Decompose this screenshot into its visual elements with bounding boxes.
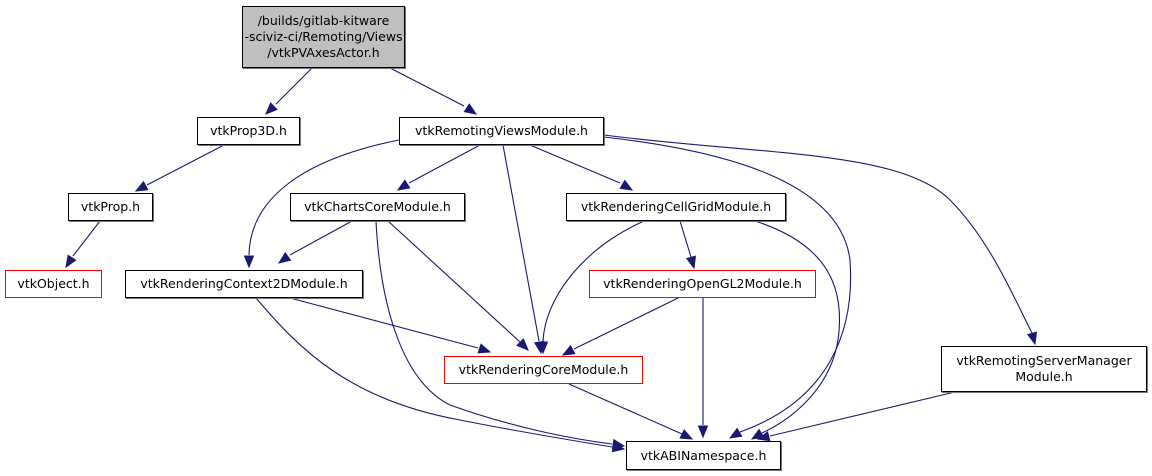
edge-line (387, 220, 521, 343)
edge-line (573, 297, 679, 350)
arrowhead-icon (619, 179, 634, 191)
edge-line (375, 220, 613, 445)
edge-line (603, 134, 1033, 334)
edge-line (146, 144, 225, 186)
arrowhead-icon (396, 179, 411, 191)
edge-rcore-to-abi (568, 383, 694, 440)
edge-line (72, 220, 101, 257)
node-vtkrenderingcellgridmodule[interactable]: vtkRenderingCellGridModule.h (566, 193, 786, 221)
edge-line (389, 67, 465, 107)
arrowhead-icon (697, 425, 709, 439)
arrowhead-icon (477, 343, 492, 354)
edge-ctx2d-to-abi (255, 297, 626, 453)
arrowhead-icon (516, 338, 529, 351)
edge-line (529, 144, 621, 184)
arrowhead-icon (1026, 331, 1038, 346)
edge-cellgrid-to-opengl2 (679, 220, 697, 270)
node-vtkpvaxesactor-root: /builds/gitlab-kitware -sciviz-ci/Remoti… (242, 6, 405, 68)
edge-remviews-to-ctx2d (243, 139, 400, 269)
arrowhead-icon (65, 254, 77, 269)
arrowhead-icon (463, 103, 478, 115)
edge-prop-to-object (65, 220, 101, 269)
arrowhead-icon (243, 255, 255, 269)
edge-line (754, 220, 841, 434)
edge-chartscore-to-rcore (387, 220, 529, 351)
arrowhead-icon (134, 180, 149, 192)
node-vtkprop3d[interactable]: vtkProp3D.h (197, 117, 300, 145)
node-vtkremotingservermanagermodule[interactable]: vtkRemotingServerManager Module.h (941, 346, 1147, 392)
edge-ctx2d-to-rcore (289, 297, 492, 354)
node-vtkrenderingcoremodule[interactable]: vtkRenderingCoreModule.h (444, 356, 643, 384)
edge-line (408, 144, 481, 184)
edge-line (568, 383, 683, 435)
arrowhead-icon (277, 251, 292, 264)
node-vtkrenderingopengl2module[interactable]: vtkRenderingOpenGL2Module.h (589, 270, 816, 298)
edge-opengl2-to-rcore (561, 297, 679, 356)
edge-line (769, 391, 956, 437)
edge-line (275, 67, 313, 105)
edge-line (603, 136, 852, 433)
edge-chartscore-to-ctx2d (277, 220, 353, 264)
edge-prop3d-to-prop (134, 144, 225, 192)
edge-line (542, 220, 645, 342)
edge-chartscore-to-abi (375, 220, 626, 450)
node-vtkprop[interactable]: vtkProp.h (68, 193, 153, 221)
edge-opengl2-to-abi (697, 298, 709, 439)
node-vtkchartscoremodule[interactable]: vtkChartsCoreModule.h (290, 193, 465, 221)
arrowhead-icon (561, 344, 576, 356)
arrowhead-icon (756, 431, 771, 442)
edge-line (502, 144, 540, 342)
node-vtkabinamespace[interactable]: vtkABINamespace.h (626, 441, 781, 470)
edge-remviews-to-abi (603, 136, 852, 439)
edge-line (289, 297, 479, 349)
arrowhead-icon (265, 102, 278, 115)
node-vtkobject[interactable]: vtkObject.h (5, 270, 102, 298)
arrowhead-icon (537, 341, 549, 355)
edge-remviews-to-chartscore (396, 144, 481, 191)
edge-line (679, 220, 692, 258)
edge-root-to-remviews (389, 67, 478, 115)
edge-remviews-to-rcore (502, 144, 545, 355)
edge-cellgrid-to-rcore (537, 220, 645, 355)
node-vtkrenderingcontext2dmodule[interactable]: vtkRenderingContext2DModule.h (125, 270, 363, 298)
edge-servermgr-to-abi (756, 391, 956, 442)
node-vtkremotingviewsmodule[interactable]: vtkRemotingViewsModule.h (399, 117, 604, 145)
edge-remviews-to-cellgrid (529, 144, 634, 191)
edge-line (248, 139, 400, 256)
arrowhead-icon (611, 441, 626, 453)
edge-line (289, 220, 353, 256)
edge-cellgrid-to-abi (750, 220, 841, 440)
arrowhead-icon (685, 255, 697, 270)
arrowhead-icon (679, 429, 694, 440)
edge-remviews-to-servermgr (603, 134, 1038, 346)
edge-root-to-prop3d (265, 67, 313, 115)
arrowhead-icon (728, 427, 743, 439)
edge-line (255, 297, 613, 448)
